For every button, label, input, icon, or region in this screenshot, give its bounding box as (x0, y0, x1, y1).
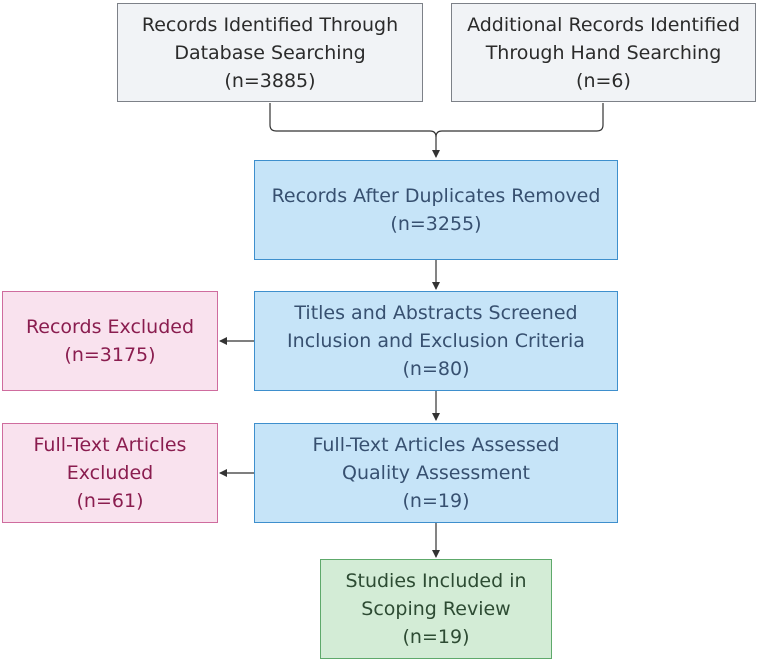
database-search-line-2: Database Searching (174, 41, 366, 64)
included-count: (n=19) (402, 626, 470, 648)
hand-search-count: (n=6) (576, 69, 631, 92)
full-text-assessed-count: (n=19) (402, 490, 470, 512)
merge-connector-right (435, 103, 604, 138)
merge-connector (269, 103, 440, 158)
full-text-excluded-box: Full-Text Articles Excluded (n=61) (2, 423, 218, 523)
included-line-2: Scoping Review (361, 598, 511, 620)
records-excluded-count: (n=3175) (64, 344, 156, 366)
included-box: Studies Included in Scoping Review (n=19… (320, 559, 552, 659)
records-excluded-box: Records Excluded (n=3175) (2, 291, 218, 391)
duplicates-removed-line-1: Records After Duplicates Removed (271, 185, 601, 207)
screened-line-2: Inclusion and Exclusion Criteria (287, 330, 585, 352)
included-line-1: Studies Included in (345, 570, 527, 592)
database-search-box: Records Identified Through Database Sear… (117, 3, 423, 102)
screened-count: (n=80) (402, 358, 470, 380)
records-excluded-line-1: Records Excluded (25, 316, 195, 338)
database-search-count: (n=3885) (224, 69, 316, 92)
database-search-line-1: Records Identified Through (141, 13, 399, 36)
hand-search-box: Additional Records Identified Through Ha… (451, 3, 756, 102)
full-text-excluded-count: (n=61) (76, 490, 144, 512)
duplicates-removed-box: Records After Duplicates Removed (n=3255… (254, 160, 618, 260)
full-text-assessed-box: Full-Text Articles Assessed Quality Asse… (254, 423, 618, 523)
screened-line-1: Titles and Abstracts Screened (294, 302, 578, 324)
hand-search-line-2: Through Hand Searching (485, 41, 722, 64)
duplicates-removed-count: (n=3255) (390, 213, 482, 235)
full-text-excluded-line-1: Full-Text Articles (33, 434, 187, 456)
full-text-assessed-line-1: Full-Text Articles Assessed (312, 434, 560, 456)
full-text-assessed-line-2: Quality Assessment (342, 462, 530, 484)
full-text-excluded-line-2: Excluded (66, 462, 154, 484)
screened-box: Titles and Abstracts Screened Inclusion … (254, 291, 618, 391)
hand-search-line-1: Additional Records Identified (467, 13, 740, 36)
